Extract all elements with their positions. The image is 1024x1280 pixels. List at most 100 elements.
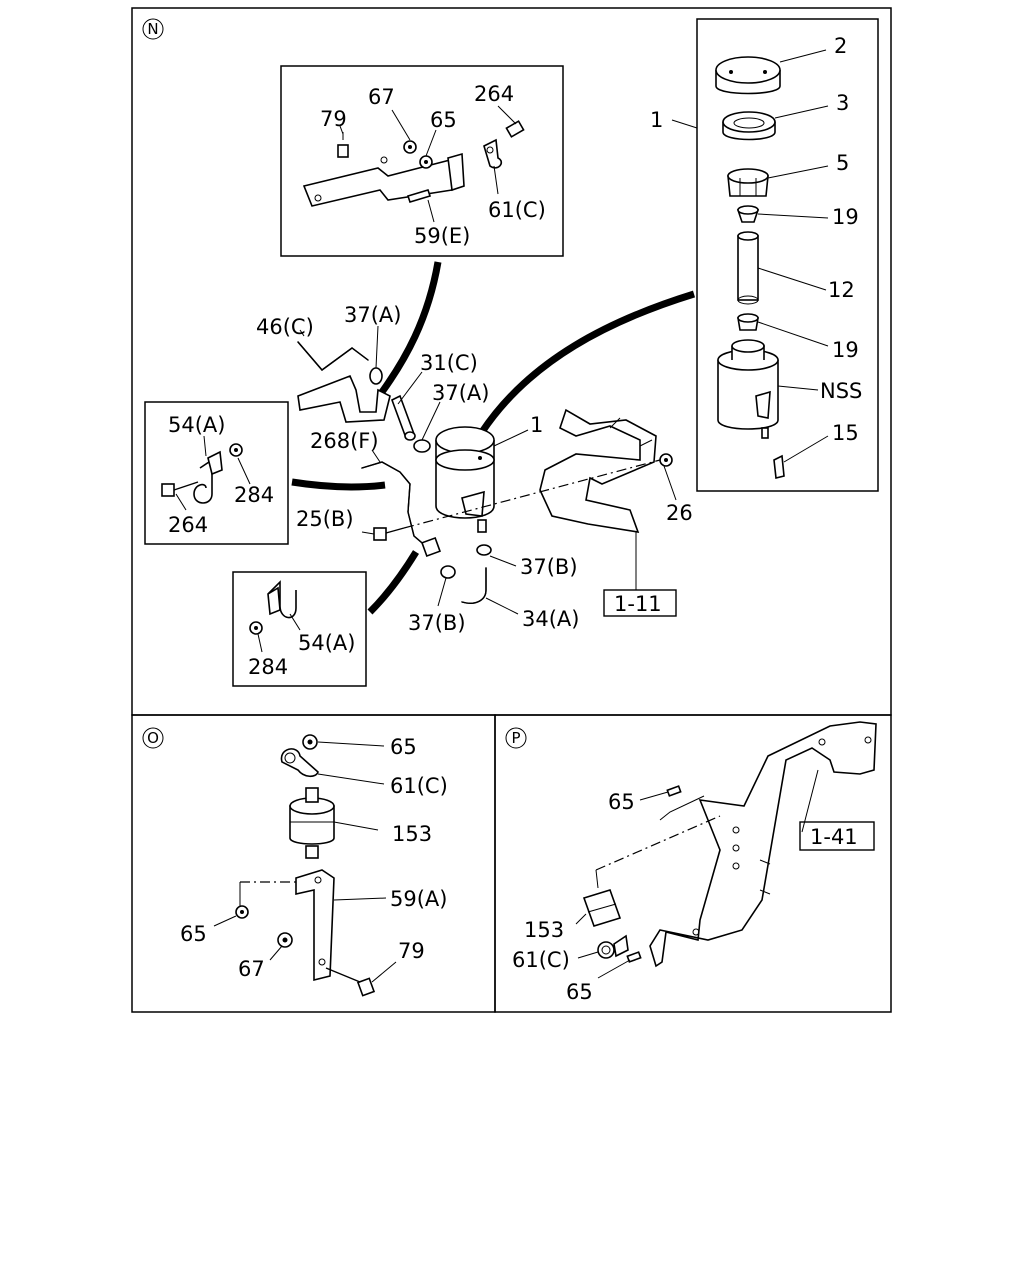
callout-37a-mid: 37(A) [432, 381, 489, 405]
callout-37b-right: 37(B) [520, 555, 578, 579]
mount-153-o [289, 787, 335, 859]
clamp-37a-top [369, 367, 383, 385]
callout-1-11: 1-11 [614, 592, 662, 616]
reservoir-clip [773, 454, 785, 479]
pipe-31c [391, 394, 416, 441]
reservoir-grommet-upper [736, 205, 760, 223]
callout-79: 79 [320, 107, 347, 131]
centerline-25b [403, 459, 661, 529]
callout-5: 5 [836, 151, 849, 175]
section-p-frame [494, 714, 892, 1013]
callout-p-65-bottom: 65 [566, 980, 593, 1004]
clamp-37b-bottom [440, 565, 456, 579]
callout-o-67: 67 [238, 957, 265, 981]
leader-arc-kit [479, 290, 696, 434]
callout-o-153: 153 [392, 822, 432, 846]
callout-p-153: 153 [524, 918, 564, 942]
frame-bracket-p [649, 721, 877, 968]
clip-61c-p [597, 934, 629, 959]
callout-54a-bottom: 54(A) [298, 631, 355, 655]
clamp-37a-mid [413, 439, 431, 453]
callout-25b: 25(B) [296, 507, 354, 531]
callout-1-body: 1 [530, 413, 543, 437]
callout-2: 2 [834, 34, 847, 58]
ref-box-1-41 [799, 821, 875, 851]
callout-31c: 31(C) [420, 351, 478, 375]
bolt-264-left [161, 481, 199, 497]
callout-nss: NSS [820, 379, 862, 403]
ref-box-1-11 [603, 589, 677, 617]
callout-12: 12 [828, 278, 855, 302]
callout-o-79: 79 [398, 939, 425, 963]
section-p-marker: P [505, 727, 527, 749]
stud-65-p-bottom [626, 951, 642, 963]
bolt-25b [373, 527, 405, 541]
callout-p-1-41: 1-41 [810, 825, 858, 849]
mount-153-p [582, 889, 622, 927]
callout-19-upper: 19 [832, 205, 859, 229]
bracket-mount-plate [297, 374, 391, 423]
callout-o-65-left: 65 [180, 922, 207, 946]
clip-54a-top [193, 450, 223, 504]
fitting-268f [421, 537, 441, 557]
callout-p-65-top: 65 [608, 790, 635, 814]
stud-59e [406, 189, 432, 203]
centerline-p [595, 815, 721, 871]
section-o-marker: O [142, 727, 164, 749]
reservoir-body [717, 339, 779, 439]
callout-37b-bottom: 37(B) [408, 611, 466, 635]
mounting-bracket [539, 408, 657, 534]
leader-arc-clip-b [367, 550, 419, 615]
clip-detail-inset-b [232, 571, 367, 687]
callout-p-61c: 61(C) [512, 948, 570, 972]
callout-59e: 59(E) [414, 224, 470, 248]
stud-65-p-top [666, 785, 682, 797]
section-n-marker: N [142, 18, 164, 40]
bracket-59e [302, 152, 465, 207]
nut-67-o [277, 932, 293, 948]
callout-54a-top: 54(A) [168, 413, 225, 437]
callout-264-left: 264 [168, 513, 208, 537]
leader-arc-clip-a [291, 478, 386, 491]
callout-264-top: 264 [474, 82, 514, 106]
svg-text:P: P [511, 729, 520, 747]
callout-284-bottom: 284 [248, 655, 288, 679]
leader-arc-bracket [379, 261, 442, 395]
nut-26 [659, 453, 673, 467]
reservoir-kit-inset [696, 18, 879, 492]
kit-bracket-leader [671, 119, 698, 129]
reservoir-cap [715, 56, 781, 95]
nut-284-top [229, 443, 243, 457]
nut-65-o-top [302, 734, 318, 750]
hose-34a [461, 567, 487, 604]
callout-284-top: 284 [234, 483, 274, 507]
callout-o-61c: 61(C) [390, 774, 448, 798]
callout-19-lower: 19 [832, 338, 859, 362]
clip-61c-inset [483, 138, 503, 169]
callout-67: 67 [368, 85, 395, 109]
reservoir-strainer [727, 168, 769, 197]
callout-o-59a: 59(A) [390, 887, 447, 911]
svg-text:O: O [147, 729, 159, 747]
callout-65: 65 [430, 108, 457, 132]
nut-65-inset [419, 155, 433, 169]
callout-34a: 34(A) [522, 607, 579, 631]
bracket-detail-inset [280, 65, 564, 257]
hose-46c [297, 341, 369, 371]
nut-284-bottom [249, 621, 263, 635]
callout-26: 26 [666, 501, 693, 525]
nut-67-inset [403, 140, 417, 154]
callout-37a-top: 37(A) [344, 303, 401, 327]
reservoir-grommet-lower [737, 313, 759, 331]
callout-268f: 268(F) [310, 429, 379, 453]
reservoir-assembly [435, 426, 495, 533]
callout-3: 3 [836, 91, 849, 115]
svg-text:N: N [147, 20, 158, 38]
nut-65-o-left [235, 905, 249, 919]
clamp-37b-right [476, 544, 492, 556]
clip-54a-bottom [267, 580, 297, 619]
callout-61c: 61(C) [488, 198, 546, 222]
bolt-79-inset [337, 132, 349, 158]
clip-61c-o [280, 748, 319, 778]
reservoir-seal [722, 111, 776, 141]
